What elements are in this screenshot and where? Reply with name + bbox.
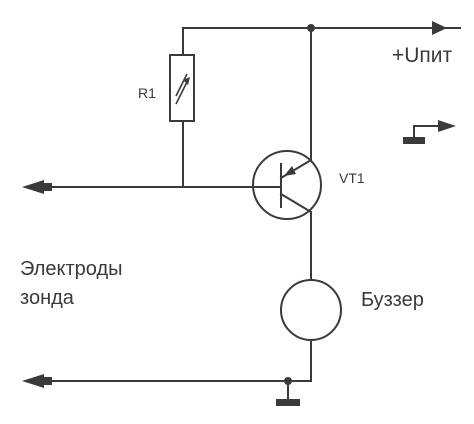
electrodes-label-line1: Электроды: [20, 258, 123, 280]
resistor-r1: [169, 54, 195, 188]
transistor-vt1: [252, 150, 322, 220]
buzzer-label: Буззер: [361, 289, 424, 311]
supply-label: +Uпит: [392, 44, 453, 67]
supply-terminal: [432, 21, 461, 35]
ground-terminal-icon: [403, 120, 456, 144]
ground-bar-icon: [276, 399, 300, 406]
transistor-label: VT1: [339, 170, 365, 186]
resistor-label: R1: [138, 85, 156, 101]
buzzer: [280, 279, 342, 341]
base-wire: [22, 180, 282, 194]
ground-wire: [22, 374, 312, 406]
electrodes-label-line2: зонда: [20, 287, 75, 309]
